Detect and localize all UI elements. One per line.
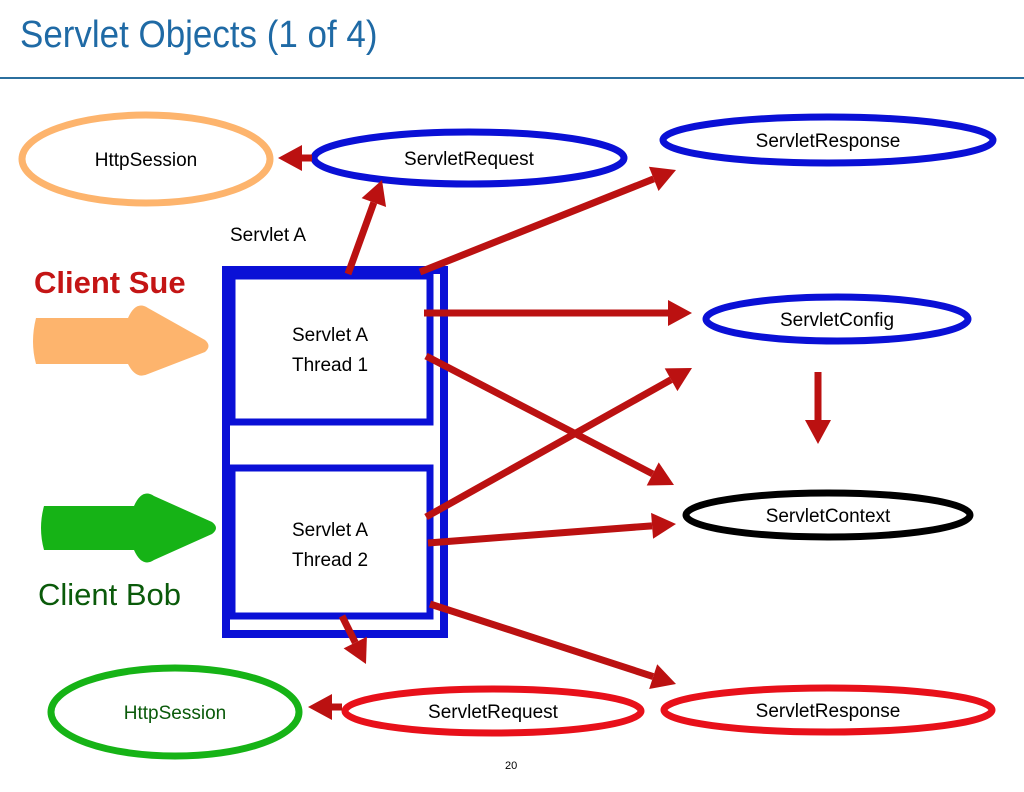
servletresponse-sue-label: ServletResponse xyxy=(756,131,901,152)
arrow-thread1-to-request-shaft xyxy=(344,201,378,276)
arrow-thread2-to-response-bob-head xyxy=(649,664,676,689)
httpsession-sue-ellipse xyxy=(18,111,274,207)
thread1-title: Servlet A xyxy=(292,325,368,346)
thread1-box xyxy=(228,272,434,426)
arrow-request-to-session-sue-head xyxy=(278,145,302,171)
servlet-a-label: Servlet A xyxy=(230,225,306,246)
arrow-thread2-to-response-bob-shaft xyxy=(428,600,655,680)
servletresponse-sue-ellipse xyxy=(659,113,997,167)
arrow-thread2-to-request-bob-shaft xyxy=(338,614,359,645)
arrow-thread1-to-response-shaft xyxy=(418,175,656,276)
httpsession-sue-label: HttpSession xyxy=(95,150,197,171)
servletrequest-sue-ellipse xyxy=(310,128,628,188)
servlet-a-outer-box xyxy=(222,266,448,638)
thread1-subtitle: Thread 1 xyxy=(292,355,368,376)
arrow-thread2-to-config-shaft xyxy=(424,376,673,521)
arrow-thread2-to-config-head xyxy=(664,368,692,392)
arrow-thread1-to-config-head xyxy=(668,300,692,326)
servletrequest-bob-ellipse xyxy=(341,685,645,737)
client-bob-arrow xyxy=(41,493,216,563)
servletconfig-ellipse xyxy=(702,293,972,345)
arrow-config-to-context-head xyxy=(805,420,831,444)
servletcontext-ellipse xyxy=(682,489,974,541)
servletresponse-bob-label: ServletResponse xyxy=(756,701,901,722)
arrow-request-bob-to-session-head xyxy=(308,694,332,720)
client-sue-arrow xyxy=(33,305,209,376)
thread2-title: Servlet A xyxy=(292,520,368,541)
thread2-box xyxy=(228,464,434,620)
arrow-thread1-to-context-head xyxy=(646,462,674,486)
title-rule xyxy=(0,77,1024,79)
httpsession-bob-ellipse xyxy=(47,664,303,760)
thread2-subtitle: Thread 2 xyxy=(292,550,368,571)
servletcontext-label: ServletContext xyxy=(766,506,891,527)
arrow-thread2-to-request-bob-head xyxy=(343,636,367,664)
servletrequest-bob-label: ServletRequest xyxy=(428,702,559,723)
client-bob-label: Client Bob xyxy=(38,577,181,612)
servletresponse-bob-ellipse xyxy=(660,684,996,736)
servletrequest-sue-label: ServletRequest xyxy=(404,149,535,170)
arrow-thread2-to-context-head xyxy=(651,512,676,539)
httpsession-bob-label: HttpSession xyxy=(124,703,226,724)
arrow-thread1-to-response-head xyxy=(648,166,676,191)
arrow-thread1-to-context-shaft xyxy=(424,352,655,478)
slide-title: Servlet Objects (1 of 4) xyxy=(20,14,378,56)
arrows-group xyxy=(278,145,831,720)
page-number: 20 xyxy=(505,760,518,772)
arrow-thread1-to-request-head xyxy=(361,180,387,207)
servletconfig-label: ServletConfig xyxy=(780,310,894,331)
client-sue-label: Client Sue xyxy=(34,265,186,300)
arrow-thread2-to-context-shaft xyxy=(427,522,653,547)
